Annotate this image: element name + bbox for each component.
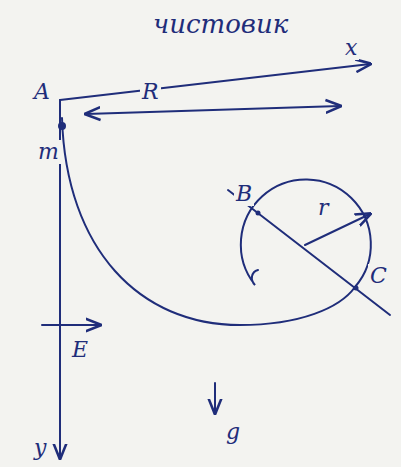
diameter-line bbox=[228, 190, 390, 315]
point-label: C bbox=[368, 264, 389, 288]
axis-label: x bbox=[343, 36, 359, 60]
dimension-label: R bbox=[140, 80, 161, 104]
point-label: A bbox=[32, 80, 52, 104]
mass-dot bbox=[58, 122, 66, 130]
field-label: E bbox=[70, 338, 90, 362]
dimension-label: r bbox=[316, 196, 331, 220]
gravity-label: g bbox=[224, 420, 242, 444]
point-b bbox=[256, 211, 261, 216]
gravity-arrow bbox=[214, 383, 216, 413]
small-radius-arrow bbox=[305, 214, 370, 245]
field-arrow bbox=[42, 324, 100, 326]
point-label: B bbox=[234, 182, 254, 206]
track bbox=[62, 118, 371, 325]
axis-label: y bbox=[32, 436, 48, 460]
point-c bbox=[354, 286, 359, 291]
x-axis bbox=[60, 64, 370, 100]
radius-arrow bbox=[86, 106, 340, 114]
mass-label: m bbox=[36, 140, 61, 164]
page-title: чистовик bbox=[150, 10, 291, 38]
